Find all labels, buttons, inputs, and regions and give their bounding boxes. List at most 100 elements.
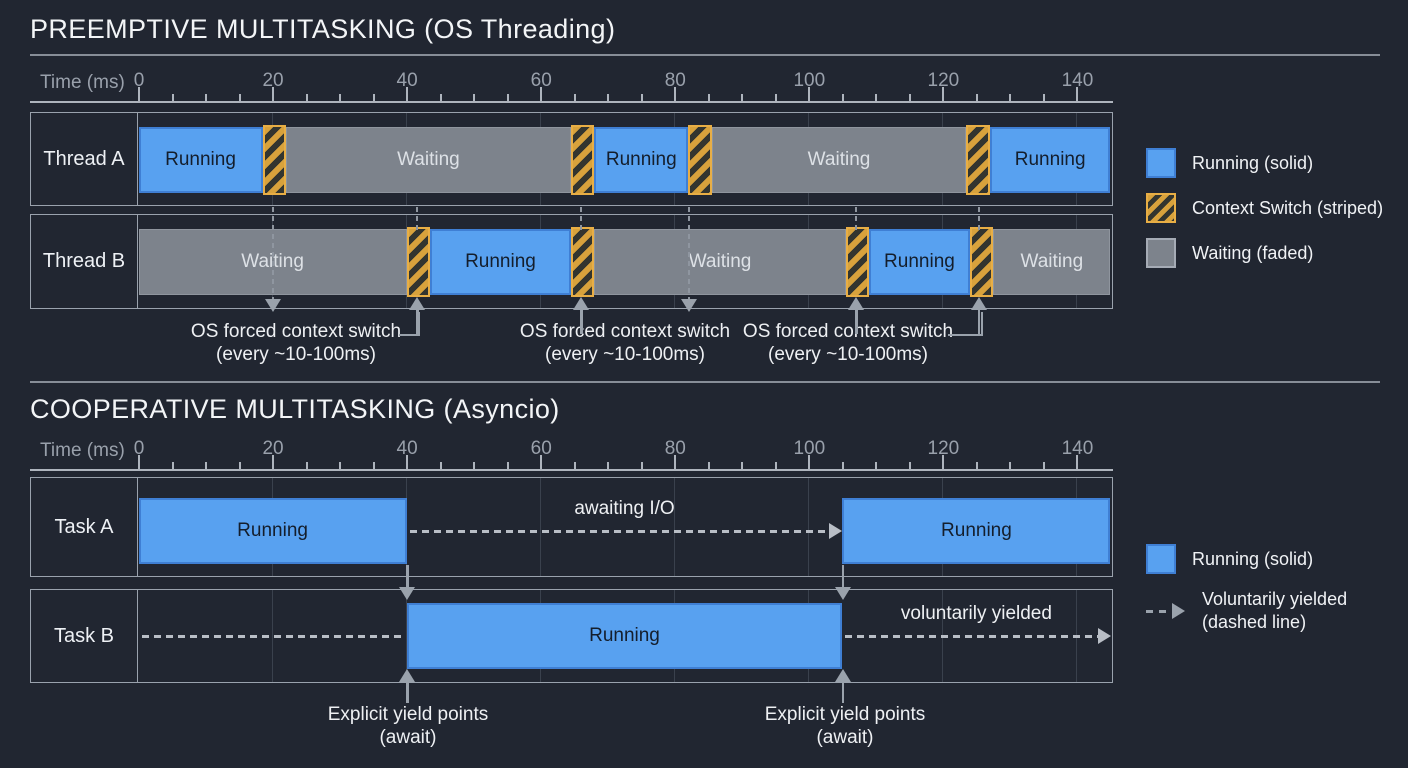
context-switch-arrow-stem — [977, 309, 981, 334]
axis-tick-major — [406, 87, 409, 101]
axis-tick-label: 20 — [262, 70, 284, 91]
segment-running: Running — [430, 229, 571, 295]
segment-waiting: Waiting — [594, 229, 846, 295]
dashed-arrow-icon — [1146, 603, 1186, 619]
axis-tick-major — [808, 455, 811, 469]
section-divider — [30, 381, 1380, 383]
grid-line — [405, 590, 408, 682]
axis-tick-minor — [707, 462, 710, 469]
axis-tick-label: 0 — [133, 438, 145, 459]
legend-item-voluntarily-yielded: Voluntarily yielded (dashed line) — [1146, 588, 1347, 634]
grid-line — [807, 478, 810, 576]
axis-tick-label: 40 — [396, 438, 418, 459]
axis-tick-label: 80 — [664, 70, 686, 91]
annotation-line2: (every ~10-100ms) — [768, 344, 928, 365]
context-switch-marker-dashed-line — [580, 207, 583, 231]
segment-running: Running — [138, 498, 407, 564]
legend-item-waiting: Waiting (faded) — [1146, 237, 1383, 269]
segment-label: Running — [589, 625, 660, 646]
segment-context-switch — [688, 125, 712, 195]
axis-tick-minor — [640, 94, 643, 101]
legend-label: Running (solid) — [1192, 548, 1314, 569]
axis-baseline — [30, 101, 1113, 103]
axis-tick-minor — [305, 94, 308, 101]
yield-connector-stem — [841, 565, 845, 588]
axis-tick-major — [942, 455, 945, 469]
explicit-yield-annotation: Explicit yield points (await) — [765, 703, 926, 749]
segment-context-switch — [406, 227, 431, 297]
yield-arrow-up — [399, 669, 416, 682]
axis-tick-minor — [439, 462, 442, 469]
context-switch-marker-dashed-line — [977, 207, 980, 231]
annotation-line1: OS forced context switch — [742, 321, 954, 342]
timeline-row: Task A Running awaiting I/O Running — [30, 477, 1113, 577]
axis-tick-major — [540, 455, 543, 469]
yield-label: awaiting I/O — [574, 498, 675, 519]
axis-tick-minor — [205, 94, 208, 101]
segment-context-switch — [570, 125, 595, 195]
legend-label: Context Switch (striped) — [1192, 197, 1384, 218]
segment-label: Running — [605, 149, 677, 170]
row-label: Thread A — [31, 113, 138, 205]
os-context-switch-annotation: OS forced context switch (every ~10-100m… — [520, 320, 730, 366]
annotation-line2: (await) — [816, 727, 874, 748]
annotation-line1: OS forced context switch — [190, 321, 402, 342]
preemptive-title: PREEMPTIVE MULTITASKING (OS Threading) — [30, 14, 616, 44]
axis-tick-minor — [473, 462, 476, 469]
context-switch-arrow-stem — [416, 309, 419, 334]
axis-tick-minor — [908, 94, 911, 101]
axis-tick-minor — [774, 462, 777, 469]
grid-line — [539, 478, 542, 576]
context-switch-arrow-stem — [855, 309, 858, 334]
axis-tick-minor — [841, 94, 844, 101]
axis-tick-major — [272, 87, 275, 101]
segment-label: Running — [237, 520, 308, 541]
axis-tick-minor — [841, 462, 844, 469]
axis-tick-minor — [640, 462, 643, 469]
segment-running: Running — [842, 498, 1111, 564]
axis-tick-minor — [305, 462, 308, 469]
segment-label: Running — [941, 520, 1012, 541]
axis-tick-major — [406, 455, 409, 469]
segment-running: Running — [138, 127, 263, 193]
axis-tick-minor — [875, 94, 878, 101]
legend-label: Waiting (faded) — [1192, 242, 1314, 263]
axis-tick-label: 120 — [927, 438, 960, 459]
segment-label: Running — [165, 149, 236, 170]
segment-label: Running — [465, 251, 536, 272]
preemptive-axis-label: Time (ms) — [40, 72, 125, 93]
axis-tick-label: 120 — [927, 70, 960, 91]
yield-annotation-stem — [406, 681, 409, 703]
context-switch-arrow-up — [848, 297, 865, 310]
segment-context-switch — [570, 227, 595, 297]
context-switch-marker-dashed-line — [416, 207, 419, 231]
axis-tick-minor — [339, 94, 342, 101]
context-switch-arrow-up — [970, 297, 987, 310]
axis-tick-minor — [975, 94, 978, 101]
axis-tick-minor — [1009, 94, 1012, 101]
segment-waiting: Waiting — [285, 127, 571, 193]
axis-tick-label: 40 — [396, 70, 418, 91]
yield-connector-stem — [406, 565, 409, 588]
segment-label: Waiting — [688, 251, 752, 272]
segment-context-switch — [966, 125, 990, 195]
grid-line — [673, 478, 676, 576]
os-context-switch-annotation: OS forced context switch (every ~10-100m… — [191, 320, 401, 366]
yield-dashed-line — [141, 634, 404, 638]
segment-waiting: Waiting — [993, 229, 1111, 295]
segment-context-switch — [969, 227, 994, 297]
row-label: Task A — [31, 478, 138, 576]
legend-item-running: Running (solid) — [1146, 147, 1383, 179]
axis-tick-minor — [205, 462, 208, 469]
context-switch-marker-dashed-line — [687, 207, 690, 299]
annotation-line2: (every ~10-100ms) — [545, 344, 705, 365]
annotation-line1: Explicit yield points — [327, 704, 489, 725]
axis-tick-minor — [1009, 462, 1012, 469]
context-switch-arrow-down — [265, 299, 282, 312]
yield-arrowhead — [1097, 628, 1111, 644]
axis-tick-label: 20 — [262, 438, 284, 459]
